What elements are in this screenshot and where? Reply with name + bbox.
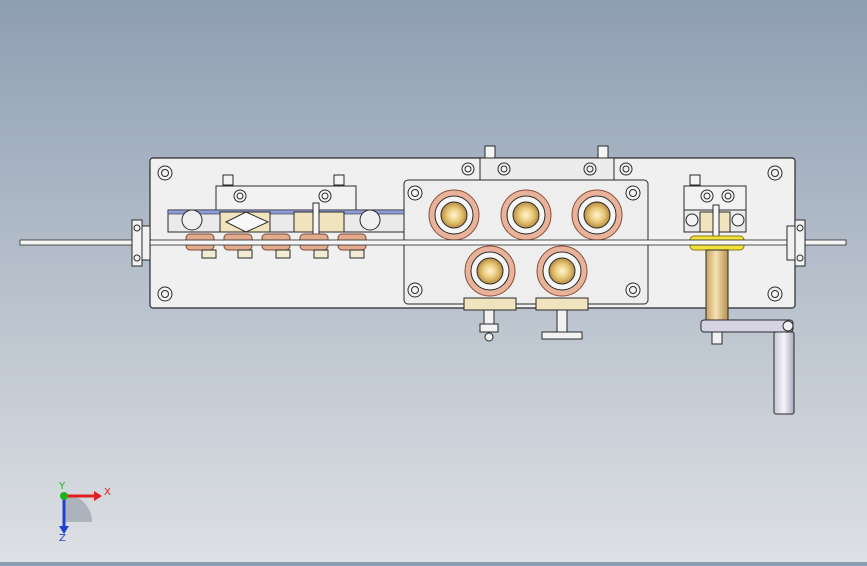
roller-top-1 <box>428 189 480 241</box>
bolt-block-6 <box>497 162 511 176</box>
bolt-bottom-right <box>767 286 783 302</box>
bolt-block-5 <box>461 162 475 176</box>
x-axis-label: X <box>104 487 111 498</box>
axis-triad: X Y Z <box>44 482 114 546</box>
bolt-block-2 <box>625 185 641 201</box>
feed-rollers <box>428 189 623 297</box>
roller-bottom-1 <box>464 245 516 297</box>
bolt-top-left <box>157 165 173 181</box>
roller-bottom-2 <box>536 245 588 297</box>
bolt-block-7 <box>583 162 597 176</box>
z-axis-label: Z <box>59 533 66 544</box>
wire <box>19 239 847 246</box>
bolt-block-4 <box>625 282 641 298</box>
y-axis-label: Y <box>59 481 66 492</box>
right-drive <box>683 185 795 415</box>
wire-guides <box>131 219 806 267</box>
axis-triad-graphic <box>59 491 102 534</box>
bolt-block-1 <box>407 185 423 201</box>
bolt-block-3 <box>407 282 423 298</box>
bolt-top-right <box>767 165 783 181</box>
plate-bolts <box>157 162 783 302</box>
adjusting-studs <box>222 145 701 186</box>
left-straightener <box>167 185 405 259</box>
bolt-bottom-left <box>157 286 173 302</box>
lower-adjusters <box>463 297 589 342</box>
roller-top-2 <box>500 189 552 241</box>
bolt-block-8 <box>619 162 633 176</box>
roller-top-3 <box>571 189 623 241</box>
